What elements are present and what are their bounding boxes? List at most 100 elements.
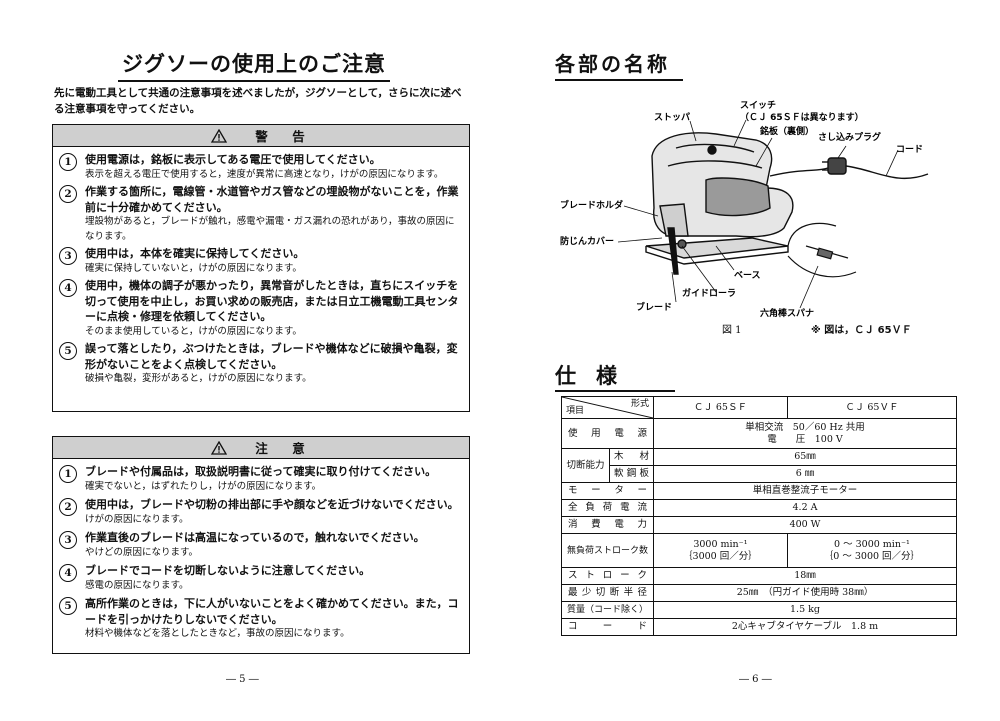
steel-label: 軟鋼板	[609, 465, 654, 483]
table-row: モーター 単相直巻整流子モーター	[561, 482, 957, 500]
figure-note: ※ 図は，ＣＪ 65ＶＦ	[811, 325, 912, 336]
noload-vf-2: ｛0 ～ 3000 回／分｝	[823, 550, 921, 562]
caution-item: 1 ブレードや付属品は，取扱説明書に従って確実に取り付けてください。 確実でない…	[59, 464, 463, 494]
noload-label: 無負荷ストローク数	[561, 533, 654, 568]
current-value: 4.2 A	[653, 499, 957, 517]
warning-item: 1 使用電源は，銘板に表示してある電圧で使用してください。 表示を超える電圧で使…	[59, 152, 463, 182]
power-consumption-value: 400 W	[653, 516, 957, 534]
table-row: 軟鋼板 6 ㎜	[562, 465, 957, 483]
label-nameplate: 銘板（裏側）	[760, 125, 814, 137]
cut-label: 切断能力	[561, 448, 610, 483]
model-vf: ＣＪ 65ＶＦ	[786, 396, 958, 419]
noload-sf: 3000 min⁻¹ ｛3000 回／分｝	[653, 533, 788, 568]
table-row: 形式 項目 ＣＪ 65ＳＦ ＣＪ 65ＶＦ	[561, 396, 958, 419]
spec-table: 形式 項目 ＣＪ 65ＳＦ ＣＪ 65ＶＦ 使用電源 単相交流 50／60 Hz…	[561, 396, 958, 636]
noload-vf: 0 ～ 3000 min⁻¹ ｛0 ～ 3000 回／分｝	[786, 533, 958, 568]
motor-value: 単相直巻整流子モーター	[653, 482, 957, 500]
caution-box: 注 意 1 ブレードや付属品は，取扱説明書に従って確実に取り付けてください。 確…	[52, 436, 470, 654]
table-row: ストローク 18㎜	[561, 567, 957, 585]
motor-label: モーター	[561, 482, 654, 500]
item-number: 4	[59, 279, 77, 297]
plug-illustration	[769, 157, 929, 180]
warning-item: 4 使用中，機体の調子が悪かったり，異常音がしたときは，直ちにスイッチを切って使…	[59, 278, 463, 339]
label-switch-note: （ＣＪ 65ＳＦは異なります）	[740, 112, 864, 123]
item-main-text: 作業直後のブレードは高温になっているので，触れないでください。	[85, 531, 425, 544]
label-guide-roller: ガイドローラ	[682, 287, 736, 299]
caution-item: 5 高所作業のときは，下に人がいないことをよく確かめてください。また，コードを引…	[59, 596, 463, 642]
table-row: 全負荷電流 4.2 A	[561, 499, 957, 517]
current-label: 全負荷電流	[561, 499, 654, 517]
item-sub-text: やけどの原因になります。	[85, 546, 199, 558]
caution-header: 注 意	[53, 437, 469, 459]
label-stopper: ストッパ	[654, 111, 690, 123]
header-corner: 形式 項目	[561, 396, 654, 419]
stroke-value: 18㎜	[653, 567, 957, 585]
label-plug: さし込みプラグ	[818, 131, 881, 143]
parts-title: 各部の名称	[555, 48, 683, 81]
label-cord: コード	[896, 144, 923, 155]
item-number: 4	[59, 564, 77, 582]
label-base: ベース	[734, 270, 761, 281]
item-sub-text: 埋設物があると，ブレードが触れ，感電や漏電・ガス漏れの恐れがあり，事故の原因にな…	[85, 216, 455, 242]
power-consumption-label: 消費電力	[561, 516, 654, 534]
page-number-left: ― 5 ―	[226, 674, 259, 685]
cord-value: 2心キャブタイヤケーブル 1.8 m	[653, 618, 957, 636]
item-number: 5	[59, 597, 77, 615]
item-main-text: 使用中は，ブレードや切粉の排出部に手や顔などを近づけないでください。	[85, 498, 459, 511]
table-row: 無負荷ストローク数 3000 min⁻¹ ｛3000 回／分｝ 0 ～ 3000…	[561, 533, 958, 568]
table-row: コード 2心キャブタイヤケーブル 1.8 m	[561, 618, 957, 636]
label-blade-holder: ブレードホルダ	[560, 199, 623, 211]
jigsaw-drawing: ストッパ スイッチ （ＣＪ 65ＳＦは異なります） 銘板（裏側） さし込みプラグ…	[560, 100, 929, 319]
warning-item: 2 作業する箇所に，電線管・水道管やガス管などの埋設物がないことを，作業前に十分…	[59, 184, 463, 244]
label-blade: ブレード	[636, 301, 672, 313]
warning-item: 3 使用中は，本体を確実に保持してください。 確実に保持していないと，けがの原因…	[59, 246, 463, 276]
radius-label: 最少切断半径	[561, 584, 654, 602]
label-hex-wrench: 六角棒スパナ	[760, 307, 814, 319]
table-row: 切断能力 木材 65㎜	[561, 448, 957, 483]
power-cell: 単相交流 50／60 Hz 共用 電 圧 100 V	[653, 418, 957, 449]
header-item: 項目	[566, 406, 585, 416]
warning-box: 警 告 1 使用電源は，銘板に表示してある電圧で使用してください。 表示を超える…	[52, 124, 470, 412]
warning-item: 5 誤って落としたり，ぶつけたときは，ブレードや機体などに破損や亀裂，変形がない…	[59, 341, 463, 387]
noload-vf-1: 0 ～ 3000 min⁻¹	[834, 538, 910, 550]
steel-value: 6 ㎜	[653, 465, 957, 483]
item-number: 2	[59, 498, 77, 516]
label-dust-cover: 防じんカバー	[560, 235, 614, 247]
caution-triangle-icon	[211, 440, 228, 455]
power-label: 使用電源	[561, 418, 654, 449]
item-main-text: 使用電源は，銘板に表示してある電圧で使用してください。	[85, 153, 381, 166]
item-number: 5	[59, 342, 77, 360]
item-main-text: 使用中，機体の調子が悪かったり，異常音がしたときは，直ちにスイッチを切って使用を…	[85, 279, 459, 323]
stroke-label: ストローク	[561, 567, 654, 585]
item-sub-text: けがの原因になります。	[85, 513, 189, 525]
item-sub-text: そのまま使用していると，けがの原因になります。	[85, 325, 302, 337]
item-sub-text: 表示を超える電圧で使用すると，速度が異常に高速となり，けがの原因になります。	[85, 168, 444, 180]
caution-item: 4 ブレードでコードを切断しないように注意してください。 感電の原因になります。	[59, 563, 463, 593]
power-line-2: 電 圧 100 V	[767, 433, 843, 445]
item-main-text: 誤って落としたり，ぶつけたときは，ブレードや機体などに破損や亀裂，変形がないこと…	[85, 342, 458, 371]
warning-triangle-icon	[211, 128, 228, 143]
radius-value: 25㎜ （円ガイド使用時 38㎜）	[653, 584, 957, 602]
intro-text: 先に電動工具として共通の注意事項を述べましたが，ジグソーとして，さらに次に述べる…	[54, 87, 462, 115]
diagonal-line	[562, 397, 653, 418]
power-line-1: 単相交流 50／60 Hz 共用	[745, 421, 865, 433]
item-sub-text: 材料や機体などを落としたときなど，事故の原因になります。	[85, 628, 350, 639]
model-sf: ＣＪ 65ＳＦ	[653, 396, 788, 419]
item-sub-text: 確実に保持していないと，けがの原因になります。	[85, 262, 302, 274]
item-main-text: 使用中は，本体を確実に保持してください。	[85, 247, 305, 260]
spec-title: 仕様	[555, 360, 675, 392]
caution-heading: 注 意	[255, 441, 311, 456]
caution-item: 2 使用中は，ブレードや切粉の排出部に手や顔などを近づけないでください。 けがの…	[59, 497, 463, 527]
item-main-text: 作業する箇所に，電線管・水道管やガス管などの埋設物がないことを，作業前に十分確か…	[85, 185, 459, 214]
page-number-right: ― 6 ―	[739, 674, 772, 685]
warning-header: 警 告	[53, 125, 469, 147]
table-row: 使用電源 単相交流 50／60 Hz 共用 電 圧 100 V	[561, 418, 957, 449]
item-number: 2	[59, 185, 77, 203]
warning-heading: 警 告	[255, 129, 311, 144]
item-sub-text: 感電の原因になります。	[85, 579, 189, 591]
item-main-text: 高所作業のときは，下に人がいないことをよく確かめてください。また，コードを引っか…	[85, 597, 459, 626]
item-sub-text: 破損や亀裂，変形があると，けがの原因になります。	[85, 373, 312, 384]
table-row: 消費電力 400 W	[561, 516, 957, 534]
item-number: 3	[59, 531, 77, 549]
jigsaw-illustration	[645, 132, 794, 275]
